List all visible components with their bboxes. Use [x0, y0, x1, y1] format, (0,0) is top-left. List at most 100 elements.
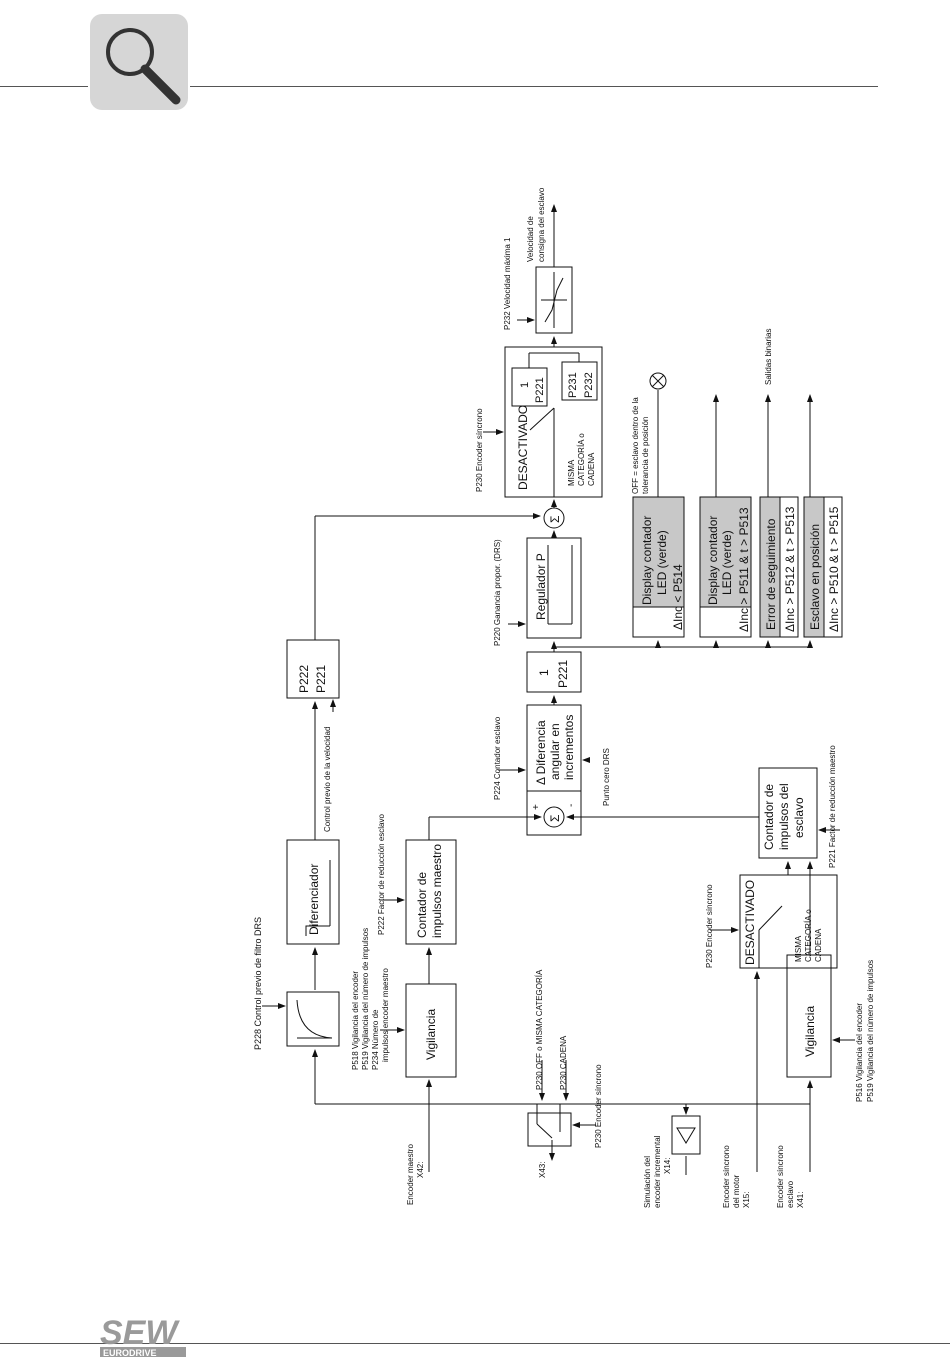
label-salidas: Salidas binarias	[764, 329, 773, 385]
grey-box-3-cond: ΔInc > P512 & t > P513	[783, 506, 797, 632]
magnifier-icon	[106, 28, 181, 105]
label-simulacion-2: encoder incremental	[653, 1135, 662, 1208]
label-p220: P220 Ganancia propor. (DRS)	[493, 539, 502, 646]
x43-switch-box	[527, 1112, 572, 1147]
label-desactivado-top: DESACTIVADO	[516, 405, 530, 490]
grey-box-3-title: Error de seguimiento	[764, 518, 778, 630]
label-regulador: Regulador P	[534, 553, 548, 620]
label-p222: P222	[297, 665, 311, 693]
label-p221-factor: P221 Factor de reducción maestro	[828, 745, 837, 868]
label-desactivado-top-sub1: MISMA	[567, 459, 576, 486]
label-minus: -	[566, 804, 577, 807]
label-desactivado-top-sub2: CATEGORÍA o	[577, 433, 586, 486]
label-p230-bottom: P230 Encoder síncrono	[705, 884, 714, 968]
sew-eurodrive-logo: SEW EURODRIVE	[98, 1310, 193, 1360]
label-ratio-2: P221	[556, 660, 570, 688]
label-contador-master-1: Contador de	[415, 872, 429, 938]
svg-text:EURODRIVE: EURODRIVE	[103, 1348, 157, 1358]
contador-master-box	[405, 839, 457, 945]
filter-box	[286, 991, 340, 1047]
label-encoder-motor-3: X15:	[742, 1192, 751, 1208]
label-simulacion-3: X14:	[663, 1158, 672, 1174]
label-velocidad-1: Velocidad de	[526, 216, 535, 262]
grey-box-1-title-1: Display contador	[640, 516, 654, 605]
label-encoder-esclavo-1: Encoder síncrono	[776, 1145, 785, 1208]
label-desactivado-bottom-sub2: CATEGORÍA o	[804, 909, 813, 962]
label-encoder-esclavo-2: esclavo	[786, 1180, 795, 1208]
label-encoder-motor-1: Encoder síncrono	[722, 1145, 731, 1208]
sum-junction-1	[543, 806, 565, 828]
label-inner1-2: P221	[534, 377, 546, 403]
grey-box-2-cond: ΔInc > P511 & t > P513	[737, 507, 751, 632]
label-off-1: OFF = esclavo dentro de la	[631, 397, 640, 494]
label-x43: X43:	[538, 1162, 547, 1178]
label-off-2: tolerancia de posición	[641, 417, 650, 494]
label-p518-1: P518 Vigilancia del encoder	[351, 971, 360, 1070]
label-plus: +	[531, 804, 542, 810]
label-p222-factor: P222 Factor de reducción esclavo	[377, 813, 386, 935]
label-diferenciador: Diferenciador	[307, 864, 321, 935]
footer-rule	[0, 1343, 950, 1344]
label-encoder-maestro-1: Encoder maestro	[406, 1144, 415, 1205]
label-desactivado-top-sub3: CADENA	[587, 452, 596, 486]
label-vigilancia-master: Vigilancia	[424, 1009, 438, 1060]
label-inner2-1: P231	[567, 372, 579, 398]
label-p230-off: P230 OFF o MISMA CATEGORÍA	[535, 969, 544, 1090]
label-sigma-2: Σ	[548, 516, 562, 523]
grey-box-1-cond: ΔInc < P514	[671, 564, 685, 630]
label-diferencia-2: angular en	[548, 723, 562, 780]
grey-box-4-cond: ΔInc > P510 & t > P515	[827, 506, 841, 632]
label-desactivado-bottom: DESACTIVADO	[743, 880, 757, 965]
label-encoder-esclavo-3: X41:	[796, 1192, 805, 1208]
magnifier-icon-box	[90, 14, 188, 110]
label-p230-top: P230 Encoder síncrono	[475, 408, 484, 492]
grey-box-2-title-1: Display contador	[706, 516, 720, 605]
label-simulacion-1: Simulación del	[643, 1156, 652, 1208]
label-ratio-1: 1	[537, 669, 551, 676]
contador-slave-box	[758, 767, 818, 859]
label-p230-switch: P230 Encoder síncrono	[594, 1064, 603, 1148]
svg-text:SEW: SEW	[100, 1314, 180, 1352]
label-inner2-2: P232	[583, 372, 595, 398]
label-p518-4: impulsos encoder maestro	[381, 968, 390, 1062]
label-desactivado-bottom-sub1: MISMA	[794, 935, 803, 962]
label-contador-esclavo-3: esclavo	[792, 797, 806, 838]
label-velocidad-2: consigna del esclavo	[537, 187, 546, 262]
label-contador-master-2: impulsos maestro	[430, 844, 444, 938]
vigilancia-slave-box	[786, 954, 832, 1078]
differentiator-box	[286, 839, 340, 945]
label-punto-cero: Punto cero DRS	[602, 748, 611, 806]
label-p516-2: P519 Vigilancia del número de impulsos	[866, 960, 875, 1102]
grey-box-1-title-2: LED (verde)	[655, 530, 669, 595]
label-p516-1: P516 Vigilancia del encoder	[855, 1003, 864, 1102]
grey-box-2-title-2: LED (verde)	[720, 530, 734, 595]
label-vigilancia-esclavo: Vigilancia	[803, 1006, 817, 1057]
label-encoder-motor-2: del motor	[732, 1174, 741, 1208]
ratio-box-slave	[526, 651, 582, 693]
label-control-previo: Control previo de la velocidad	[323, 727, 332, 832]
label-encoder-maestro-2: X42:	[416, 1162, 425, 1178]
label-p232: P232 Velocidad máxima 1	[503, 237, 512, 330]
label-p224: P224 Contador esclavo	[493, 716, 502, 800]
label-p518-2: P519 Vigilancia del número de impulsos	[361, 928, 370, 1070]
label-sigma-1: Σ	[548, 815, 562, 822]
ratio-box-master	[286, 639, 340, 699]
indicator-lamp	[649, 372, 667, 390]
label-inner1-1: 1	[519, 382, 531, 388]
header-rule-right	[190, 86, 878, 87]
label-contador-esclavo-1: Contador de	[762, 784, 776, 850]
label-p221: P221	[314, 665, 328, 693]
filter-curve	[296, 999, 333, 1039]
encoder-sim-box	[671, 1115, 701, 1155]
grey-boxes	[632, 496, 843, 638]
label-desactivado-bottom-sub3: CADENA	[814, 928, 823, 962]
label-p518-3: P234 Número de	[371, 1009, 380, 1070]
vigilancia-master-box	[405, 983, 457, 1078]
label-diferencia-1: Δ Diferencia	[534, 720, 548, 785]
label-p230-cadena: P230 CADENA	[559, 1035, 568, 1090]
label-diferencia-3: incrementos	[562, 715, 576, 780]
label-p228: P228 Control previo de filtro DRS	[253, 917, 263, 1050]
grey-box-4-title: Esclavo en posición	[808, 524, 822, 630]
